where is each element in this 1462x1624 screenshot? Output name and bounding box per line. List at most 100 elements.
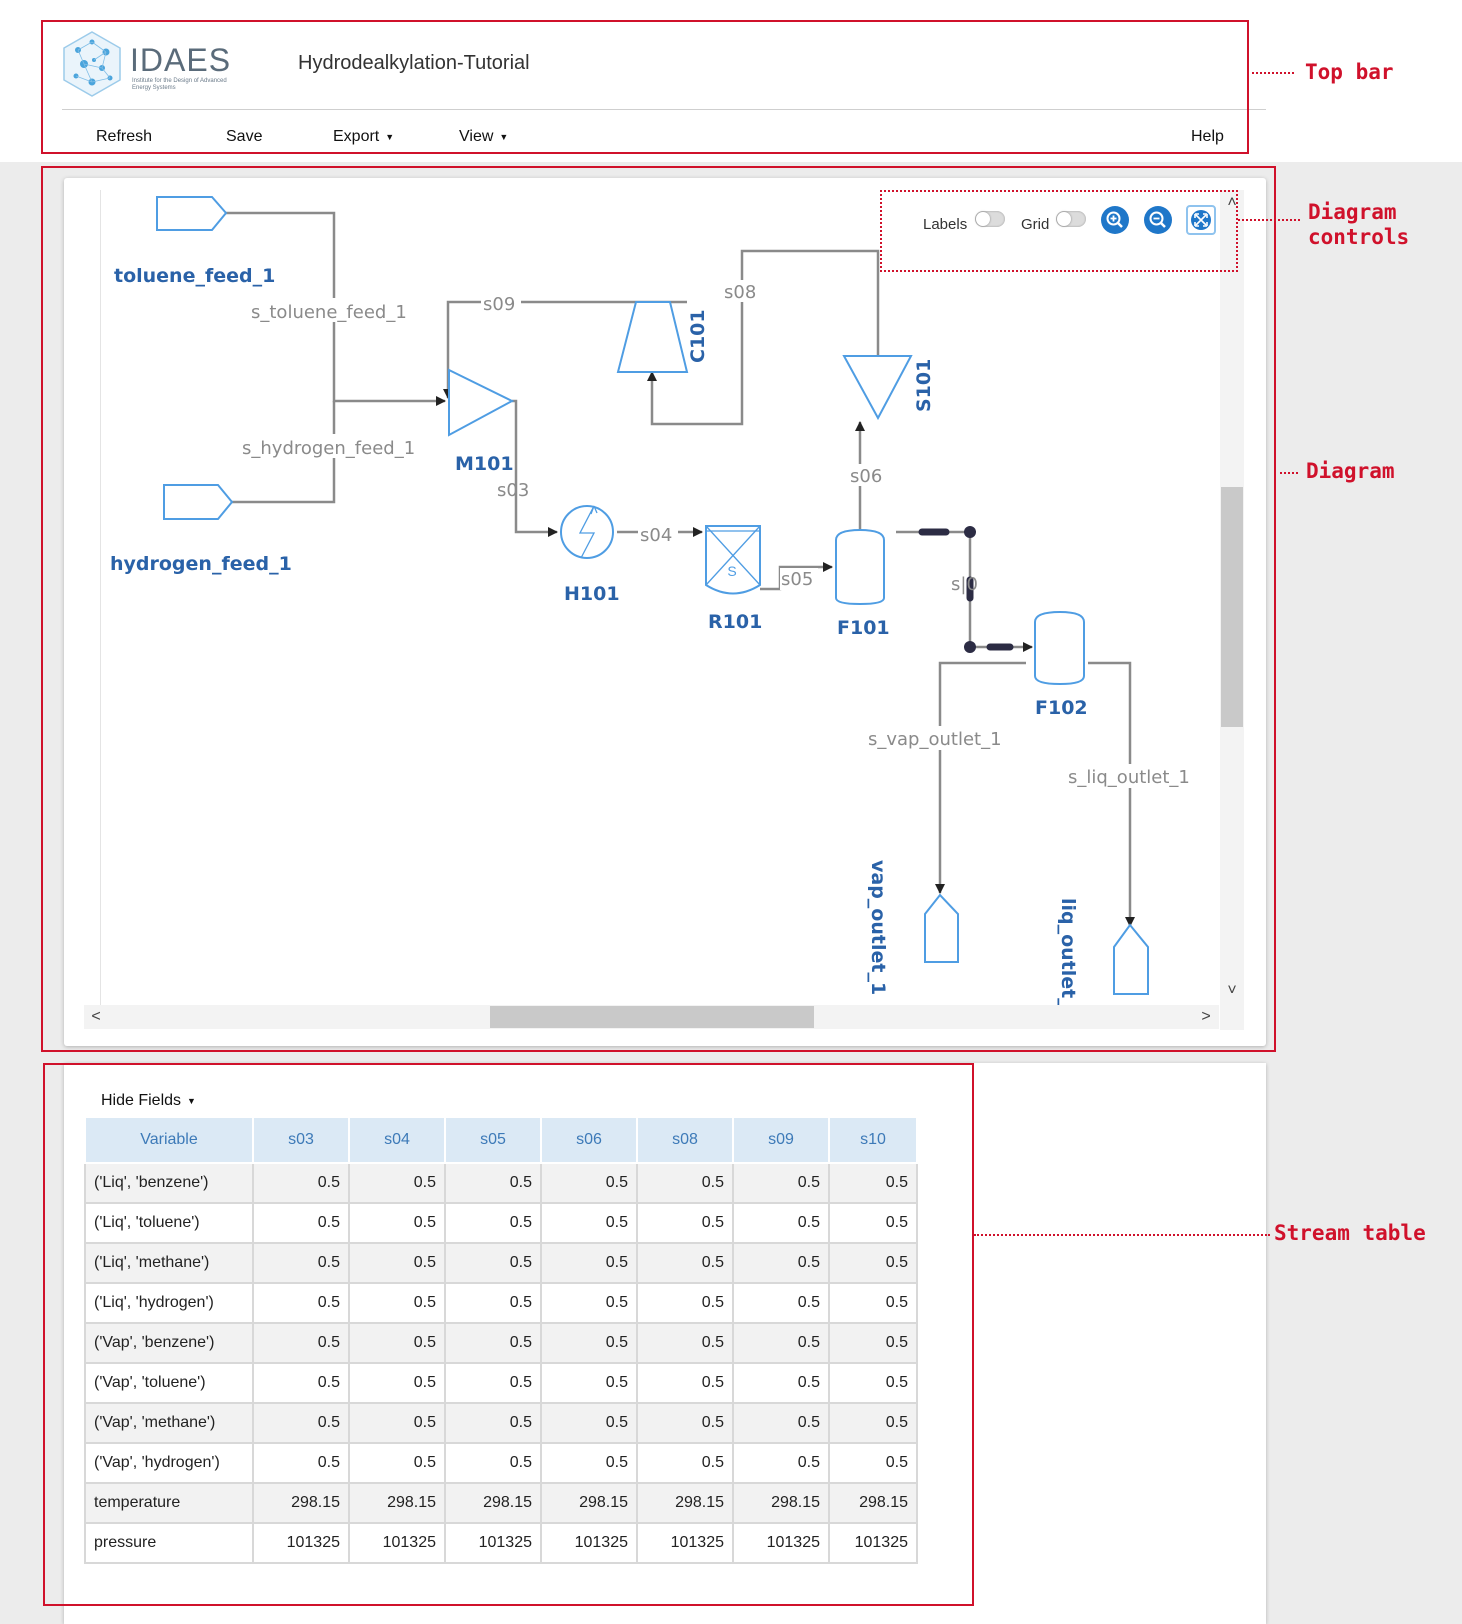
help-button[interactable]: Help: [1191, 128, 1224, 145]
liq-outlet-icon[interactable]: [1113, 923, 1149, 995]
value-cell: 0.5: [540, 1202, 638, 1244]
hide-fields-button[interactable]: Hide Fields▼: [101, 1092, 196, 1110]
value-cell: 0.5: [732, 1362, 830, 1404]
unit-label-splitter: S101: [913, 359, 935, 412]
value-cell: 298.15: [636, 1482, 734, 1524]
value-cell: 0.5: [732, 1322, 830, 1364]
value-cell: 0.5: [828, 1322, 918, 1364]
view-menu[interactable]: View▼: [459, 128, 508, 146]
flash-f101-icon[interactable]: [835, 528, 885, 606]
value-cell: 298.15: [732, 1482, 830, 1524]
unit-label-mixer: M101: [455, 453, 514, 475]
variable-cell: ('Liq', 'toluene'): [84, 1202, 254, 1244]
value-cell: 0.5: [828, 1362, 918, 1404]
value-cell: 0.5: [444, 1202, 542, 1244]
heater-icon[interactable]: [560, 505, 614, 559]
vap-outlet-icon[interactable]: [924, 893, 959, 963]
value-cell: 101325: [732, 1522, 830, 1564]
stream-s10[interactable]: [896, 526, 1033, 653]
stream-label-s-vap-outlet: s_vap_outlet_1: [868, 729, 1002, 750]
grid-toggle-label: Grid: [1021, 216, 1050, 233]
value-cell: 0.5: [444, 1242, 542, 1284]
value-cell: 0.5: [636, 1322, 734, 1364]
zoom-out-icon[interactable]: [1144, 206, 1172, 234]
value-cell: 0.5: [348, 1162, 446, 1204]
stream-s08[interactable]: [647, 249, 880, 426]
value-cell: 0.5: [732, 1202, 830, 1244]
flash-f102-icon[interactable]: [1034, 610, 1085, 686]
value-cell: 298.15: [348, 1482, 446, 1524]
unit-label-hydrogen-feed: hydrogen_feed_1: [110, 553, 292, 575]
grid-toggle[interactable]: [1056, 211, 1086, 227]
annotation-label-diagram: Diagram: [1306, 459, 1395, 483]
column-header[interactable]: Variable: [84, 1116, 254, 1164]
column-header[interactable]: s04: [348, 1116, 446, 1164]
hydrogen-feed-icon[interactable]: [163, 484, 234, 520]
value-cell: 0.5: [252, 1202, 350, 1244]
value-cell: 0.5: [540, 1402, 638, 1444]
value-cell: 0.5: [348, 1202, 446, 1244]
value-cell: 0.5: [636, 1402, 734, 1444]
value-cell: 298.15: [444, 1482, 542, 1524]
value-cell: 0.5: [732, 1162, 830, 1204]
table-header-row: Variable s03 s04 s05 s06 s08 s09 s10: [84, 1116, 918, 1164]
export-menu[interactable]: Export▼: [333, 128, 394, 146]
variable-cell: ('Vap', 'benzene'): [84, 1322, 254, 1364]
mixer-icon[interactable]: [448, 368, 515, 437]
value-cell: 0.5: [540, 1242, 638, 1284]
value-cell: 0.5: [444, 1362, 542, 1404]
horizontal-scroll-thumb[interactable]: [490, 1006, 814, 1028]
column-header[interactable]: s10: [828, 1116, 918, 1164]
stream-s09[interactable]: [443, 300, 687, 399]
compressor-icon[interactable]: [616, 301, 689, 373]
value-cell: 101325: [636, 1522, 734, 1564]
unit-label-vap-outlet: vap_outlet_1: [867, 860, 889, 995]
value-cell: 0.5: [444, 1282, 542, 1324]
zoom-in-icon[interactable]: [1101, 206, 1129, 234]
save-button[interactable]: Save: [226, 128, 263, 145]
stream-label-s05: s05: [781, 569, 813, 590]
column-header[interactable]: s08: [636, 1116, 734, 1164]
stream-s-vap-outlet[interactable]: [935, 661, 1026, 894]
fit-icon[interactable]: [1186, 205, 1216, 235]
value-cell: 0.5: [444, 1162, 542, 1204]
refresh-button[interactable]: Refresh: [96, 128, 153, 145]
splitter-icon[interactable]: [842, 355, 913, 421]
value-cell: 0.5: [540, 1162, 638, 1204]
value-cell: 0.5: [252, 1442, 350, 1484]
annotation-leader-diagram-controls: [1238, 219, 1300, 221]
reactor-symbol: S: [727, 563, 736, 579]
value-cell: 0.5: [252, 1282, 350, 1324]
value-cell: 0.5: [828, 1162, 918, 1204]
labels-toggle[interactable]: [975, 211, 1005, 227]
scroll-left-icon[interactable]: <: [91, 1008, 101, 1025]
column-header[interactable]: s05: [444, 1116, 542, 1164]
column-header[interactable]: s09: [732, 1116, 830, 1164]
scroll-right-icon[interactable]: >: [1201, 1008, 1211, 1025]
value-cell: 0.5: [540, 1362, 638, 1404]
vertical-scroll-thumb[interactable]: [1221, 487, 1243, 727]
value-cell: 0.5: [828, 1242, 918, 1284]
value-cell: 0.5: [828, 1442, 918, 1484]
scroll-down-icon[interactable]: ˅: [1227, 982, 1237, 999]
labels-toggle-label: Labels: [923, 216, 968, 233]
value-cell: 298.15: [252, 1482, 350, 1524]
value-cell: 0.5: [348, 1282, 446, 1324]
annotation-label-diagram-controls: Diagram controls: [1308, 200, 1410, 249]
app-title: Hydrodealkylation-Tutorial: [298, 52, 530, 74]
stream-label-s06: s06: [850, 466, 882, 487]
toluene-feed-icon[interactable]: [156, 196, 228, 231]
column-header[interactable]: s06: [540, 1116, 638, 1164]
scroll-up-icon[interactable]: ˄: [1227, 194, 1237, 211]
stream-label-s09: s09: [483, 294, 515, 315]
reactor-icon[interactable]: [705, 525, 761, 595]
fit-icon-glyph: [1191, 210, 1211, 230]
column-header[interactable]: s03: [252, 1116, 350, 1164]
variable-cell: ('Vap', 'toluene'): [84, 1362, 254, 1404]
stream-s-liq-outlet[interactable]: [1088, 661, 1135, 927]
